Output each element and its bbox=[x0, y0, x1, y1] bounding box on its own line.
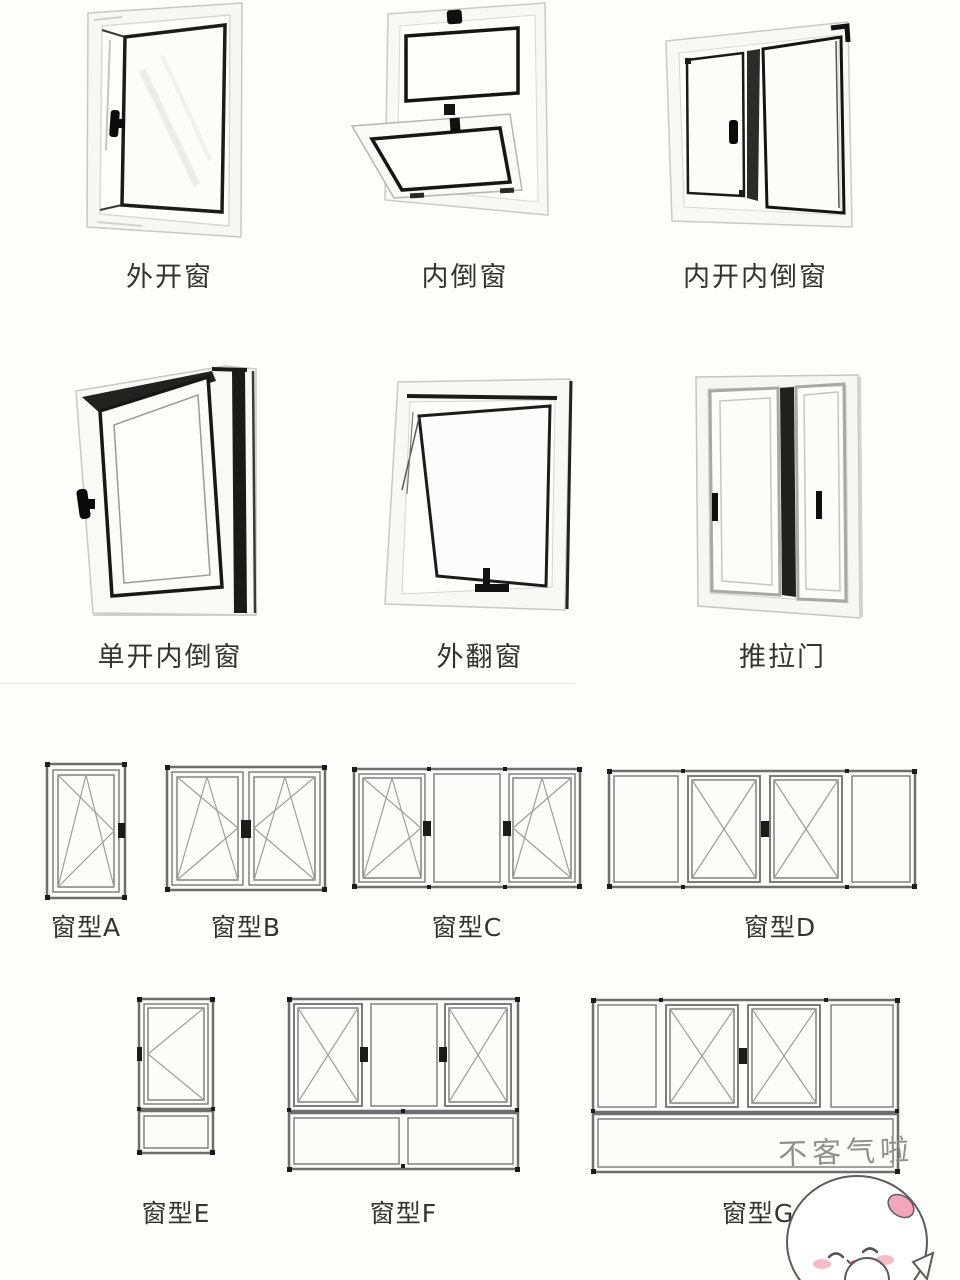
mascot-paw bbox=[844, 1257, 890, 1280]
mascot-blush-left bbox=[813, 1259, 831, 1269]
handle-mark bbox=[360, 1047, 368, 1062]
door-handle-icon bbox=[712, 493, 718, 521]
handle-mark bbox=[739, 1048, 747, 1064]
window-handle-icon bbox=[76, 488, 95, 520]
section-divider bbox=[0, 683, 575, 684]
mascot-eye-left bbox=[827, 1252, 845, 1259]
caption-type-b: 窗型B bbox=[210, 913, 282, 942]
window-handle-icon bbox=[109, 109, 125, 138]
diagram-window-type-c bbox=[352, 767, 582, 889]
photo-tilt-and-turn-window bbox=[663, 8, 878, 243]
handle-mark bbox=[241, 820, 251, 838]
mascot-paw-tip bbox=[911, 1251, 935, 1280]
handle-mark bbox=[503, 821, 511, 836]
caption-type-e: 窗型E bbox=[141, 1199, 211, 1228]
window-handle-icon bbox=[729, 120, 738, 144]
diagram-window-type-d bbox=[607, 769, 917, 889]
caption-type-a: 窗型A bbox=[50, 913, 122, 942]
photo-sliding-door bbox=[690, 373, 875, 633]
diagram-window-type-a bbox=[45, 762, 127, 900]
window-handle-icon bbox=[475, 568, 509, 592]
handle-mark bbox=[761, 821, 769, 837]
diagram-window-type-g bbox=[591, 998, 900, 1174]
caption-single-tilt-in: 单开内倒窗 bbox=[97, 642, 243, 673]
caption-type-d: 窗型D bbox=[743, 913, 817, 942]
handle-mark bbox=[423, 821, 431, 836]
caption-awning: 外翻窗 bbox=[436, 642, 524, 673]
mascot-ear bbox=[887, 1193, 915, 1219]
caption-tilt-in: 内倒窗 bbox=[421, 262, 509, 293]
handle-mark bbox=[439, 1047, 447, 1062]
caption-type-g: 窗型G bbox=[721, 1199, 795, 1228]
diagram-window-type-e bbox=[137, 997, 215, 1155]
handle-mark bbox=[118, 823, 125, 838]
caption-tilt-and-turn: 内开内倒窗 bbox=[683, 262, 828, 293]
caption-type-f: 窗型F bbox=[369, 1199, 438, 1228]
diagram-window-type-b bbox=[165, 765, 327, 892]
caption-type-c: 窗型C bbox=[431, 913, 503, 942]
photo-single-tilt-in-window bbox=[70, 363, 270, 633]
caption-sliding-door: 推拉门 bbox=[739, 642, 826, 673]
mascot-cartoon bbox=[775, 1150, 960, 1280]
mascot-eye-right bbox=[861, 1247, 879, 1254]
caption-outward-casement: 外开窗 bbox=[126, 262, 213, 293]
photo-tilt-in-window bbox=[350, 0, 580, 240]
door-handle-icon bbox=[816, 491, 822, 519]
handle-mark bbox=[137, 1047, 142, 1061]
photo-outward-casement-window bbox=[82, 0, 257, 250]
diagram-window-type-f bbox=[287, 997, 520, 1172]
photo-awning-window bbox=[380, 372, 580, 622]
